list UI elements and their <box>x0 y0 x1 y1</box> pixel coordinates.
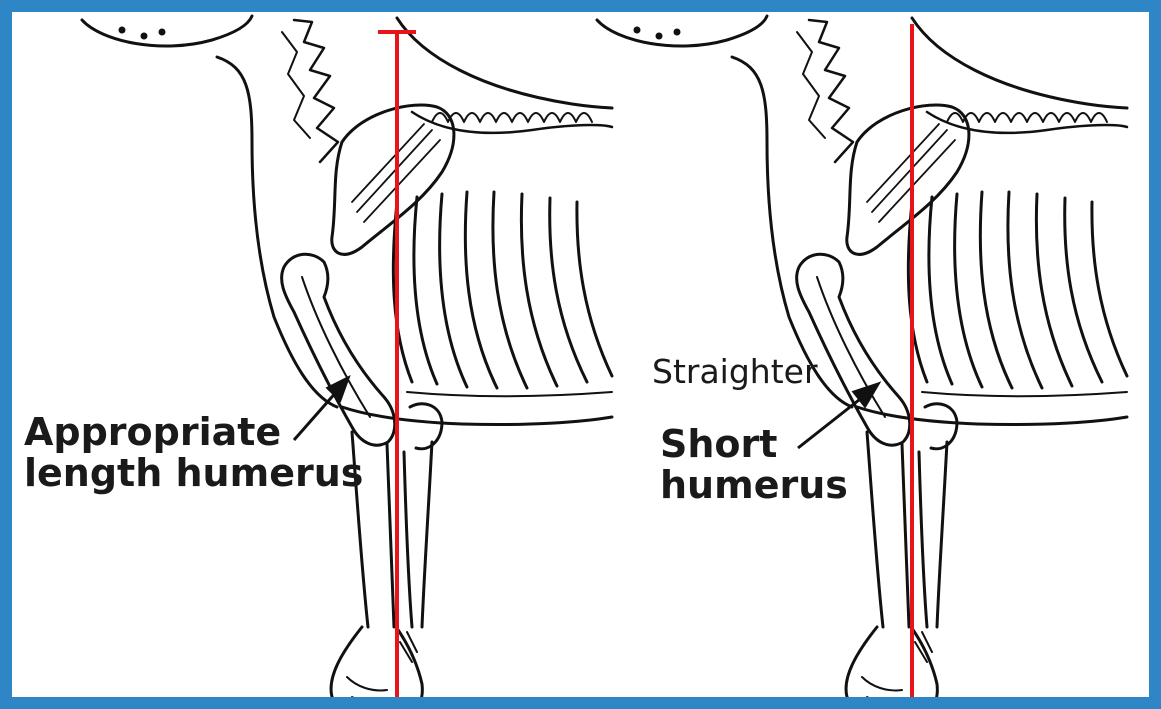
right-panel-label: Short humerus <box>660 424 848 506</box>
right-label-line2: humerus <box>660 465 848 506</box>
left-label-line1: Appropriate <box>24 412 363 453</box>
left-label-line2: length humerus <box>24 453 363 494</box>
left-panel-label: Appropriate length humerus <box>24 412 363 494</box>
straighter-annotation: Straighter <box>652 354 818 390</box>
left-skeleton-illustration <box>82 16 612 709</box>
skeleton-comparison-svg <box>12 12 1161 709</box>
right-label-line1: Short <box>660 424 848 465</box>
